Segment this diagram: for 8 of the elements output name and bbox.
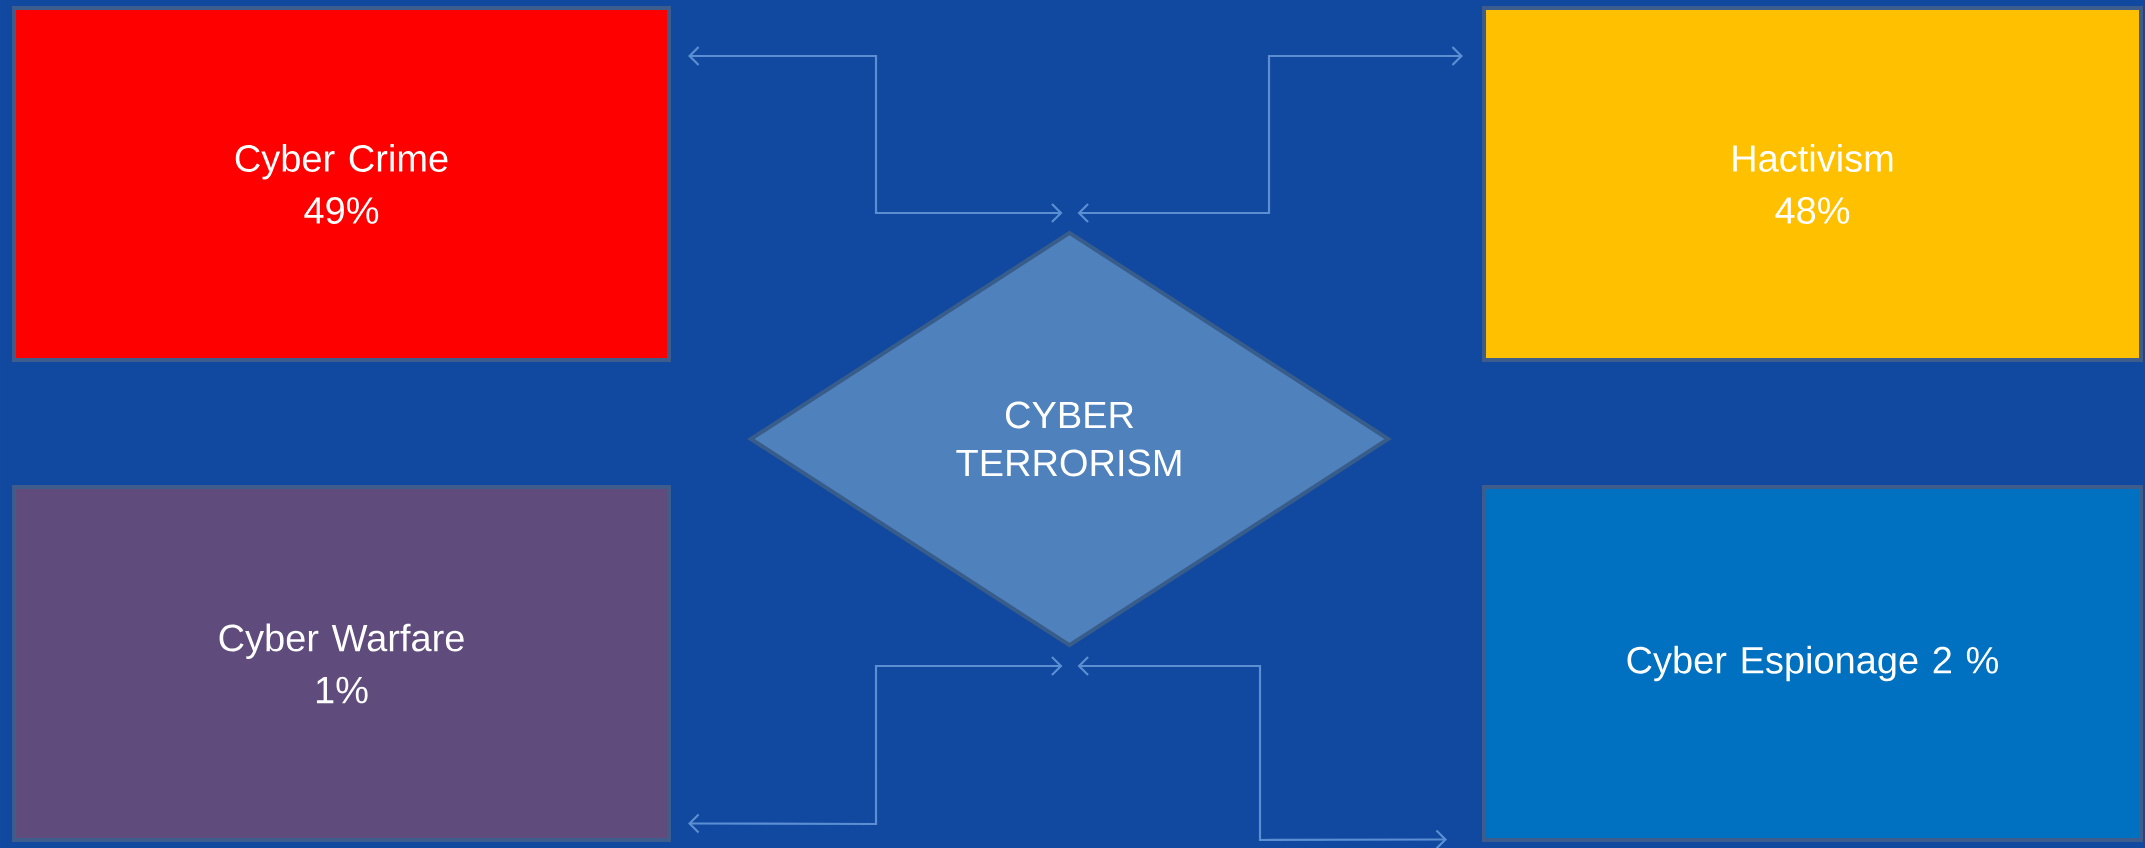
category-box: Cyber Crime 49% [12,6,671,362]
category-box: Hactivism 48% [1482,6,2143,362]
connector-arrow [1077,656,1447,848]
category-box: Cyber Warfare 1% [12,485,671,842]
connector-arrow [688,46,1063,223]
connector-arrow [688,656,1063,834]
category-box: Cyber Espionage 2 % [1482,485,2143,842]
connector-arrow [1077,46,1463,223]
